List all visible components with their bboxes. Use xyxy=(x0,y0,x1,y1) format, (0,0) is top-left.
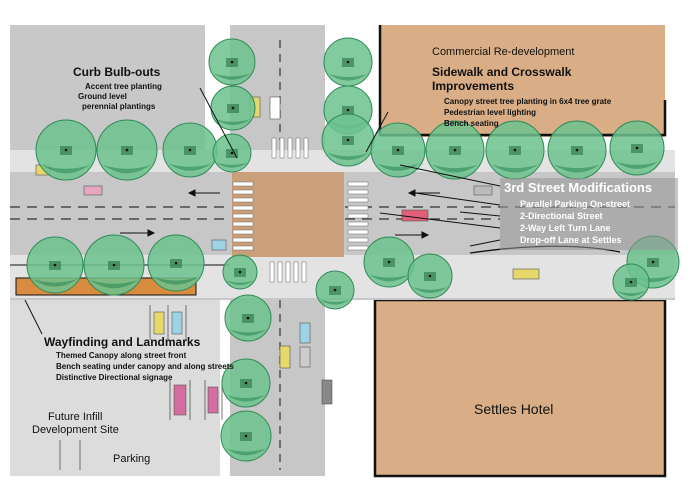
settles-hotel-label: Settles Hotel xyxy=(474,401,554,417)
curb-item: Accent tree planting xyxy=(85,82,162,91)
tree-canopy xyxy=(370,122,426,178)
crosswalk-south xyxy=(269,261,307,283)
sidewalk-title-line2: Improvements xyxy=(432,79,515,93)
third-street-title: 3rd Street Modifications xyxy=(504,180,653,195)
tree-canopy xyxy=(212,133,252,173)
tree-canopy xyxy=(547,120,607,180)
tree-canopy xyxy=(612,263,650,301)
tree-canopy xyxy=(35,119,97,181)
development-site-label: Development Site xyxy=(32,424,119,436)
tree-canopy xyxy=(224,294,272,342)
block-commercial xyxy=(380,25,665,137)
third-street-item: 2-Way Left Turn Lane xyxy=(520,223,611,233)
wayfinding-title: Wayfinding and Landmarks xyxy=(44,335,201,349)
commercial-label: Commercial Re-development xyxy=(432,46,575,58)
curb-bulb-outs-title: Curb Bulb-outs xyxy=(73,65,161,79)
tree-canopy xyxy=(321,113,375,167)
wayfinding-item: Themed Canopy along street front xyxy=(56,351,187,360)
crosswalk-north xyxy=(271,137,309,159)
wayfinding-item: Bench seating under canopy and along str… xyxy=(56,362,234,371)
tree-canopy xyxy=(162,122,218,178)
crosswalk-west xyxy=(232,181,254,251)
parking-label: Parking xyxy=(113,453,151,465)
sidewalk-item: Pedestrian level lighting xyxy=(444,108,537,117)
tree-canopy xyxy=(208,38,256,86)
tree-canopy xyxy=(425,120,485,180)
future-infill-label: Future Infill xyxy=(48,411,103,423)
tree-canopy xyxy=(323,37,373,87)
curb-item: Ground level xyxy=(78,92,127,101)
sidewalk-item: Bench seating xyxy=(444,119,499,128)
crosswalk-east xyxy=(347,181,369,251)
tree-canopy xyxy=(96,119,158,181)
wayfinding-item: Distinctive Directional signage xyxy=(56,373,173,382)
tree-canopy xyxy=(26,236,84,294)
curb-item: perennial plantings xyxy=(82,102,156,111)
third-street-item: Parallel Parking On-street xyxy=(520,199,631,209)
tree-canopy xyxy=(609,120,665,176)
block-settles-hotel xyxy=(373,298,667,478)
third-street-item: 2-Directional Street xyxy=(520,211,603,221)
tree-layer xyxy=(26,37,680,462)
tree-canopy xyxy=(315,270,355,310)
tree-canopy xyxy=(147,234,205,292)
tree-canopy xyxy=(363,236,415,288)
tree-canopy xyxy=(220,410,272,462)
tree-canopy xyxy=(485,120,545,180)
third-street-panel xyxy=(500,178,678,250)
tree-canopy xyxy=(221,358,271,408)
sidewalk-item: Canopy street tree planting in 6x4 tree … xyxy=(444,97,612,106)
tree-canopy xyxy=(83,234,145,296)
tree-canopy xyxy=(210,85,256,131)
tree-canopy xyxy=(222,254,258,290)
sidewalk-title: Sidewalk and Crosswalk xyxy=(432,65,572,79)
lot-bottom-left xyxy=(10,298,220,476)
tree-canopy xyxy=(407,253,453,299)
traffic-arrows xyxy=(120,189,440,239)
third-street-item: Drop-off Lane at Settles xyxy=(520,235,622,245)
leader-lines xyxy=(24,87,501,335)
